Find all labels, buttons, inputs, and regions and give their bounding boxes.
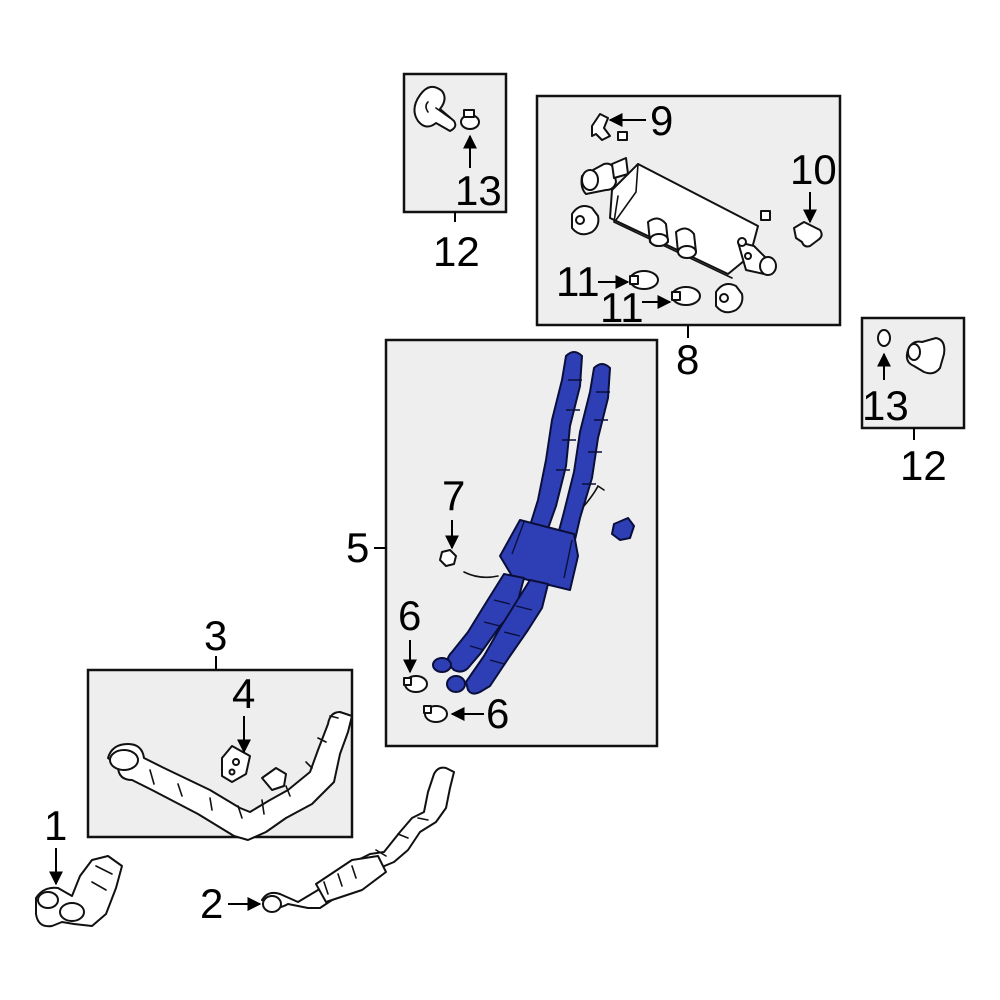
clamp-13-top-part[interactable]: [460, 109, 480, 130]
clamp-6-lower-part[interactable]: [423, 705, 448, 723]
callout-3: 3: [204, 612, 227, 659]
clamp-left-part[interactable]: [571, 205, 600, 236]
tailpipe-tip-part[interactable]: [413, 85, 457, 132]
callout-13-right: 13: [862, 382, 909, 429]
box-8-muffler: 9 10 11 11 8: [535, 94, 842, 383]
tailpipe-tip-right-part[interactable]: [905, 337, 946, 375]
intermediate-pipe-part[interactable]: [432, 351, 611, 695]
callout-12-top: 12: [433, 228, 480, 275]
nut-7-part[interactable]: [439, 549, 457, 567]
part-2-group: 2: [200, 766, 455, 927]
box-5-intermediate-pipe: 7 6 6 5: [346, 338, 659, 748]
clamp-11-upper-part[interactable]: [629, 270, 659, 290]
catalytic-converter-2-part[interactable]: [261, 766, 455, 913]
heat-shield-4-part[interactable]: [221, 745, 251, 783]
muffler-part[interactable]: [580, 157, 777, 279]
callout-6-upper: 6: [398, 592, 421, 639]
callout-7: 7: [442, 472, 465, 519]
front-pipe-part[interactable]: [107, 711, 353, 841]
callout-1: 1: [44, 802, 67, 849]
clamp-right-part[interactable]: [715, 283, 744, 314]
callout-8: 8: [676, 336, 699, 383]
callout-10: 10: [790, 146, 837, 193]
hanger-bracket-part[interactable]: [611, 517, 635, 541]
callout-13-top: 13: [455, 167, 502, 214]
callout-9: 9: [650, 97, 673, 144]
callout-5: 5: [346, 524, 369, 571]
callout-11-lower: 11: [600, 284, 644, 331]
catalytic-converter-1-part[interactable]: [35, 855, 123, 928]
callout-12-right: 12: [900, 442, 947, 489]
clamp-11-lower-part[interactable]: [671, 286, 701, 306]
clamp-13-right-part[interactable]: [877, 329, 891, 347]
callout-11-upper: 11: [556, 258, 600, 305]
box-12-right: 13 12: [860, 316, 966, 489]
hanger-10-part[interactable]: [760, 210, 823, 248]
box-3-front-pipe: 4 3: [86, 612, 354, 841]
callout-2: 2: [200, 880, 223, 927]
clamp-6-upper-part[interactable]: [403, 675, 428, 693]
box-12-top: 13 12: [402, 72, 508, 275]
callout-6-lower: 6: [486, 690, 509, 737]
hanger-9-part[interactable]: [591, 113, 628, 141]
part-1-group: 1: [35, 802, 123, 928]
callout-4: 4: [232, 670, 255, 717]
